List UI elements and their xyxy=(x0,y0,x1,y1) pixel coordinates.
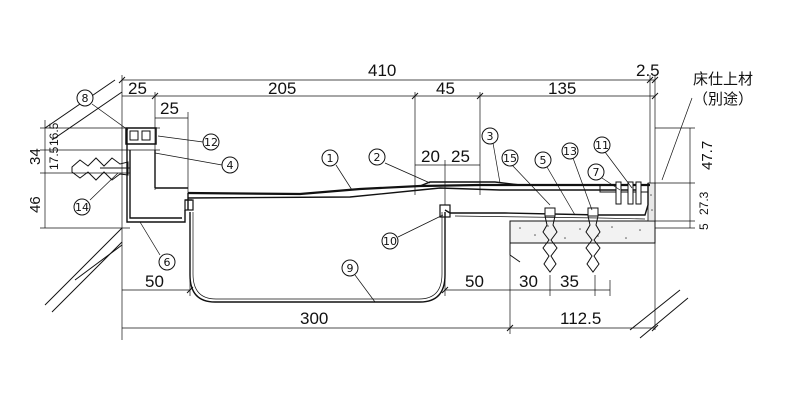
svg-text:1: 1 xyxy=(327,152,334,165)
callout-6: 6 xyxy=(158,253,176,271)
dim-mid-25: 25 xyxy=(451,147,470,166)
callout-7: 7 xyxy=(587,163,605,181)
svg-text:12: 12 xyxy=(204,136,218,149)
gutter-trough xyxy=(184,199,451,303)
svg-text:5: 5 xyxy=(540,154,547,167)
anchor-bolt-left xyxy=(542,207,558,273)
dim-left-16-5: 16.5 xyxy=(47,122,61,146)
callout-4: 4 xyxy=(221,156,239,174)
svg-text:3: 3 xyxy=(487,130,494,143)
dim-top-25: 25 xyxy=(128,79,147,98)
cover-plate xyxy=(185,181,650,210)
dim-bottom-30: 30 xyxy=(519,272,538,291)
screw-group xyxy=(615,181,642,205)
dim-top-45: 45 xyxy=(436,79,455,98)
dim-mid-20: 20 xyxy=(421,147,440,166)
leader-lines xyxy=(89,97,693,303)
callout-5: 5 xyxy=(534,151,552,169)
note-floor-finish-line1: 床仕上材 xyxy=(693,70,753,88)
right-frame xyxy=(444,181,649,273)
svg-text:11: 11 xyxy=(595,139,609,152)
dim-bottom-50-right: 50 xyxy=(465,272,484,291)
dim-bottom-35: 35 xyxy=(560,272,579,291)
callout-14: 14 xyxy=(73,198,91,216)
svg-text:15: 15 xyxy=(503,152,517,165)
svg-text:8: 8 xyxy=(82,92,89,105)
dim-top-2-5: 2.5 xyxy=(636,61,660,80)
callout-13: 13 xyxy=(561,142,579,160)
dim-bottom-300: 300 xyxy=(300,309,328,328)
floor-finish-note: 床仕上材 （別途） xyxy=(693,70,753,108)
dim-top-205: 205 xyxy=(268,79,296,98)
dim-bottom-50-left: 50 xyxy=(145,272,164,291)
callout-9: 9 xyxy=(341,259,359,277)
callout-15: 15 xyxy=(501,149,519,167)
callout-3: 3 xyxy=(481,127,499,145)
left-frame xyxy=(71,127,188,223)
svg-text:10: 10 xyxy=(383,235,397,248)
callout-2: 2 xyxy=(368,148,386,166)
callout-12: 12 xyxy=(202,133,220,151)
svg-text:6: 6 xyxy=(164,256,171,269)
note-floor-finish-line2: （別途） xyxy=(693,90,753,108)
dim-top-135: 135 xyxy=(548,79,576,98)
svg-text:4: 4 xyxy=(227,159,234,172)
callout-1: 1 xyxy=(321,149,339,167)
svg-text:13: 13 xyxy=(563,145,577,158)
dim-left-46: 46 xyxy=(27,196,44,213)
dimension-texts: 25 205 410 45 135 2.5 25 20 25 34 16.5 1… xyxy=(27,61,716,328)
callout-10: 10 xyxy=(381,232,399,250)
part-callouts: 8 12 4 14 6 1 2 3 xyxy=(73,89,611,277)
dim-left-17-5: 17.5 xyxy=(47,146,61,170)
dim-left-34: 34 xyxy=(27,148,44,165)
anchor-bolt-right xyxy=(585,207,601,273)
dim-inner-25: 25 xyxy=(160,99,179,118)
callout-11: 11 xyxy=(593,136,611,154)
svg-text:9: 9 xyxy=(347,262,354,275)
dim-right-27-3: 27.3 xyxy=(697,191,711,215)
dim-top-410: 410 xyxy=(368,61,396,80)
svg-text:7: 7 xyxy=(593,166,600,179)
dim-right-47-7: 47.7 xyxy=(699,141,716,170)
svg-text:14: 14 xyxy=(75,201,89,214)
dim-bottom-112-5: 112.5 xyxy=(560,309,601,328)
dim-right-5: 5 xyxy=(697,223,711,230)
callout-8: 8 xyxy=(76,89,94,107)
svg-text:2: 2 xyxy=(374,151,381,164)
dimension-ticks xyxy=(118,76,659,332)
